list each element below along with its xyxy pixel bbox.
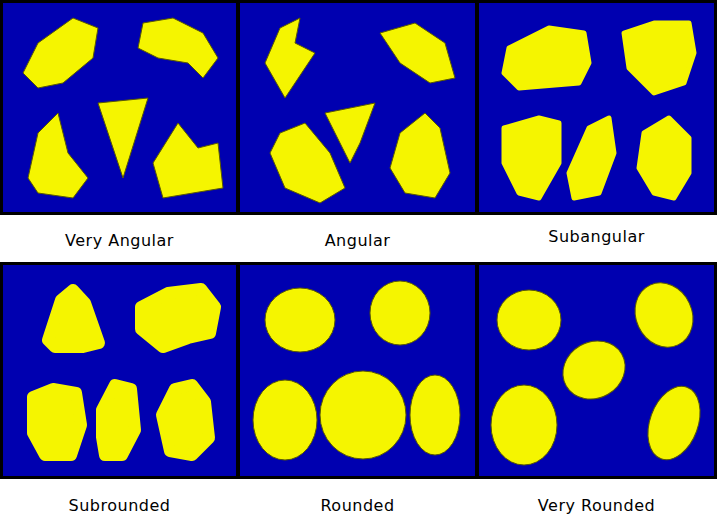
- panel-grounds: [3, 3, 714, 476]
- grain-class-label-box: Very Angular: [3, 226, 236, 254]
- roundness-class-label: Subangular: [548, 227, 645, 246]
- subangular-grains: [504, 23, 694, 198]
- very-rounded-grains: [491, 273, 710, 467]
- subrounded-grains: [33, 289, 215, 455]
- angular-grains: [265, 18, 455, 203]
- grain-class-label-box: Angular: [240, 226, 475, 254]
- very-angular-grains: [23, 18, 223, 198]
- grain-class-label-box: Rounded: [240, 491, 475, 519]
- roundness-class-label: Subrounded: [69, 496, 171, 515]
- grain-class-label-box: Subrounded: [3, 491, 236, 519]
- roundness-class-label: Angular: [325, 231, 391, 250]
- rounded-grains: [253, 281, 460, 460]
- panel-frame: [0, 0, 717, 215]
- grain-class-label-box: Subangular: [479, 222, 714, 250]
- roundness-class-label: Very Angular: [65, 231, 174, 250]
- grain-class-label-box: Very Rounded: [479, 491, 714, 519]
- roundness-class-label: Very Rounded: [538, 496, 655, 515]
- panel-frame: [0, 262, 717, 479]
- roundness-class-label: Rounded: [320, 496, 394, 515]
